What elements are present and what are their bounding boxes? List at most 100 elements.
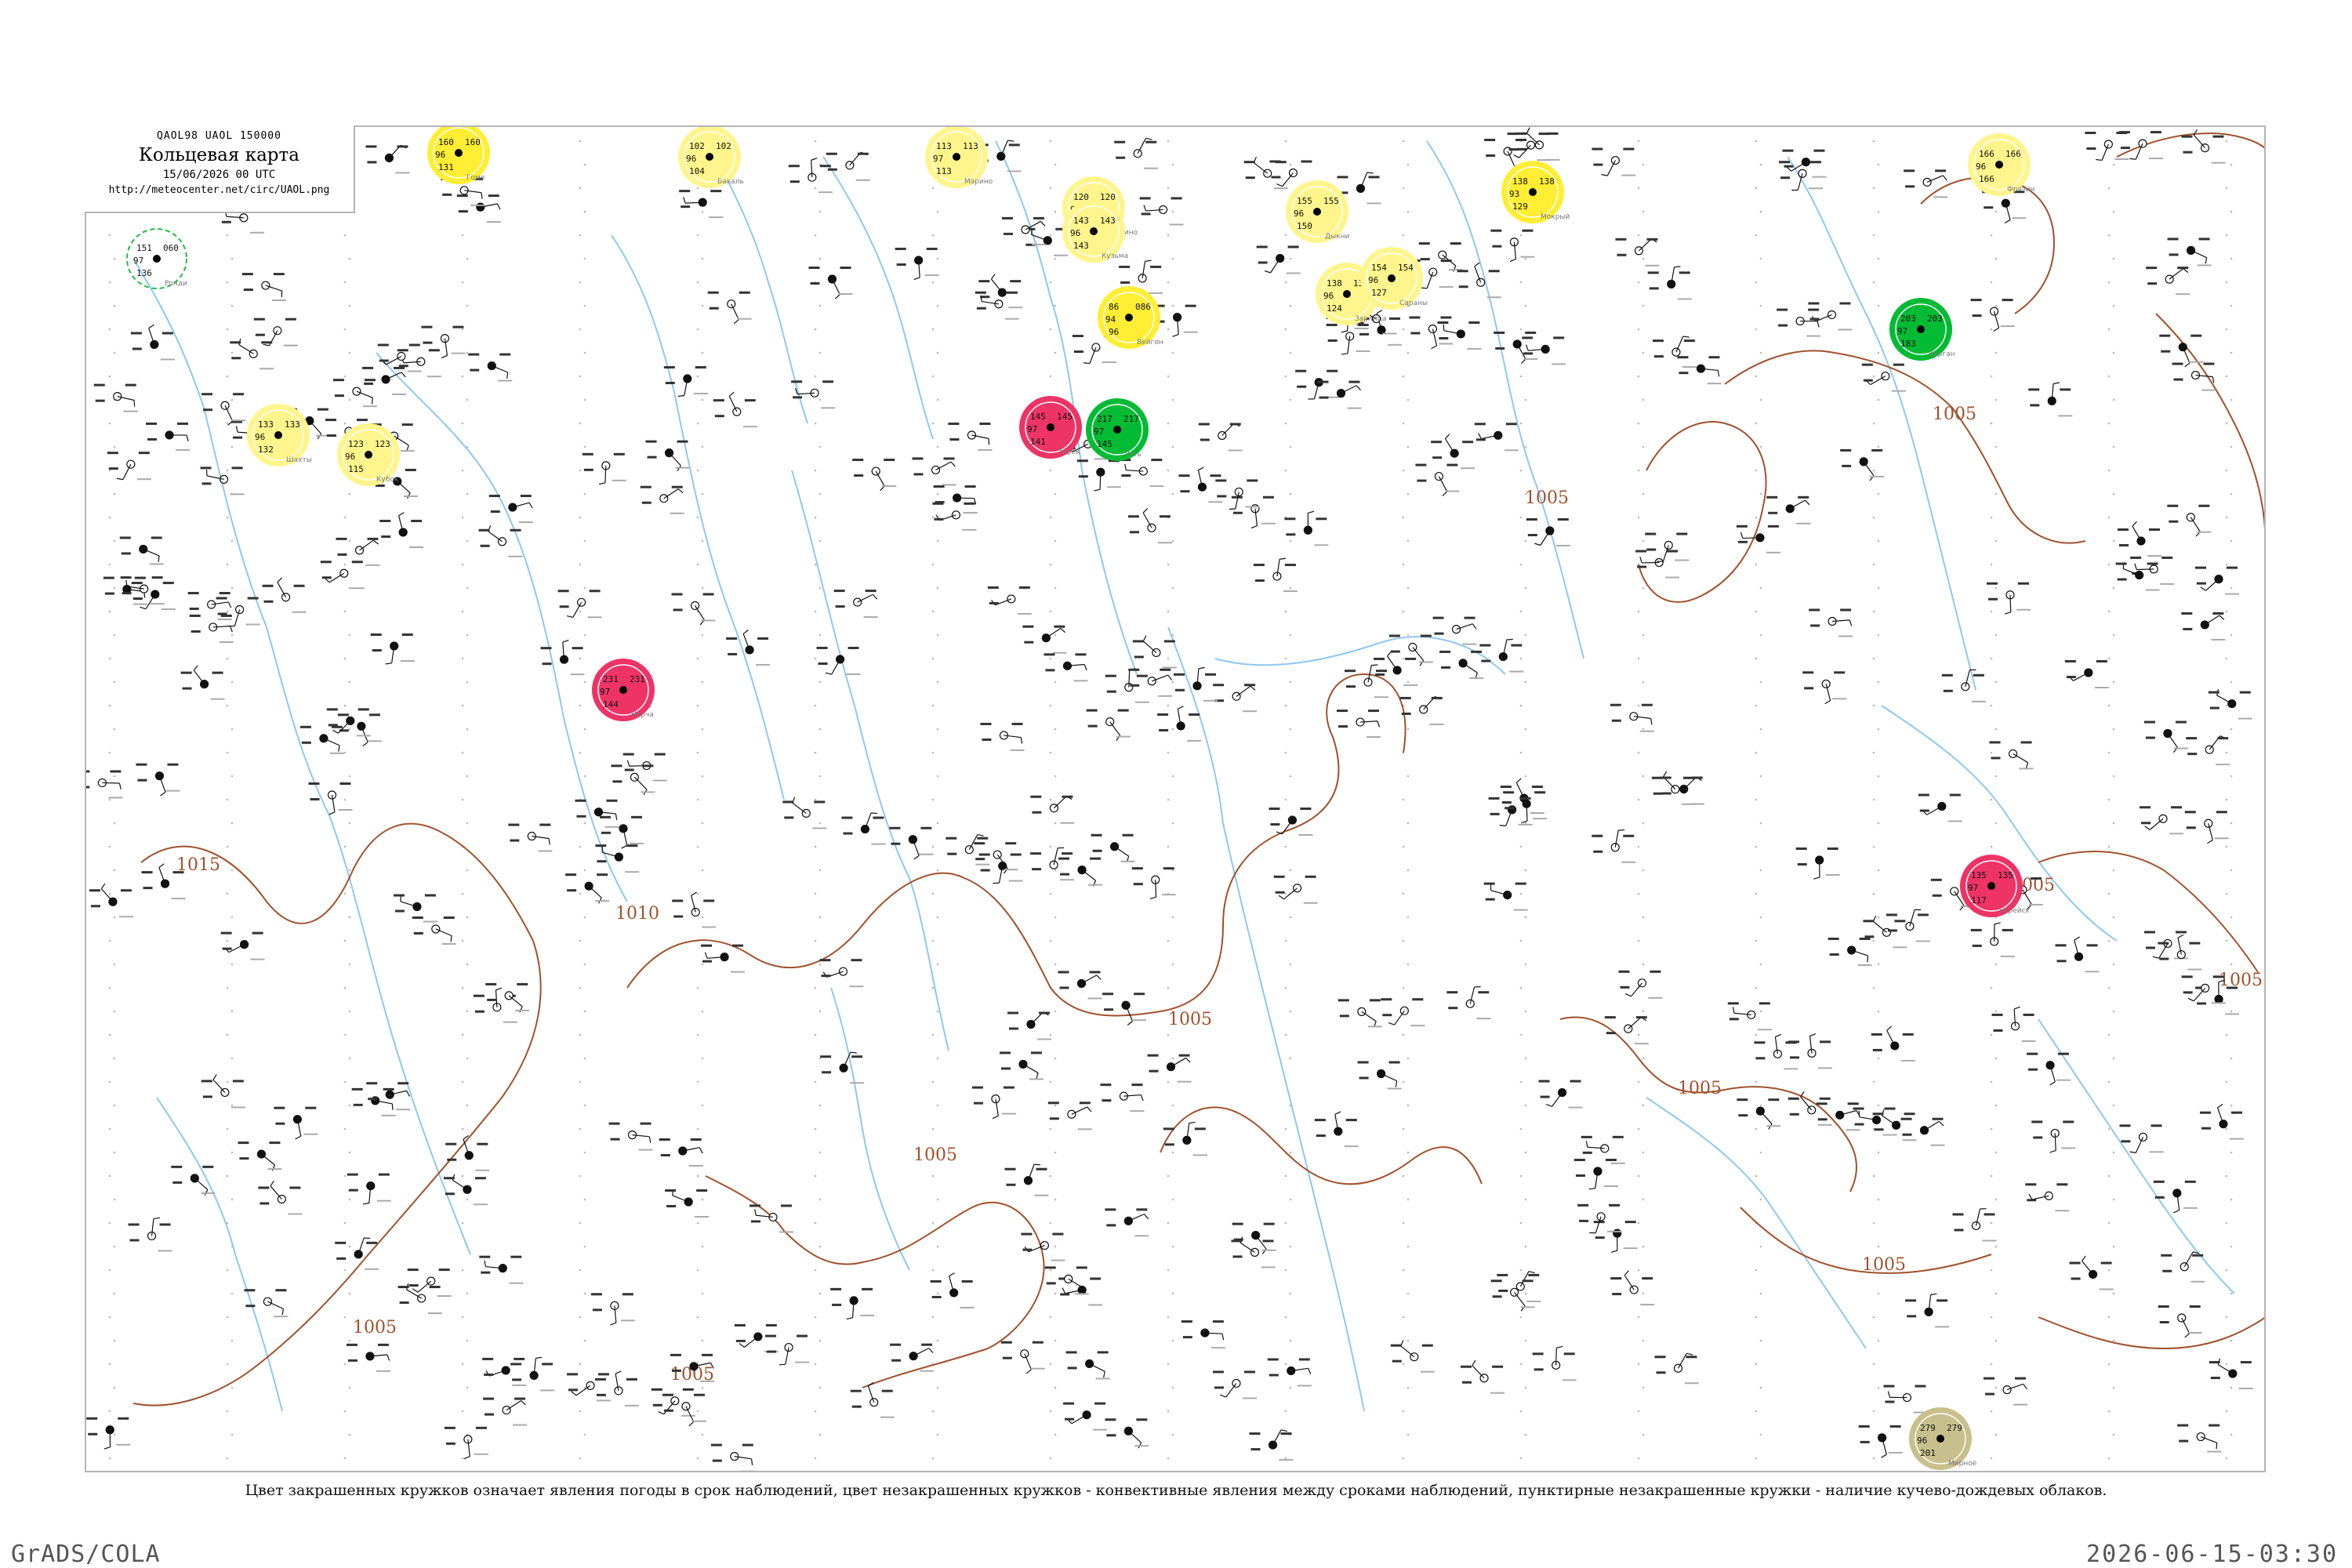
station-name-mark	[503, 1021, 517, 1023]
wind-barb-icon	[1540, 530, 1551, 546]
station-digit-mark	[1526, 518, 1537, 521]
station-symbol	[478, 525, 523, 557]
station-symbol	[1941, 669, 1986, 702]
station-digit-mark	[1448, 1007, 1458, 1010]
station-digit-mark	[865, 590, 877, 593]
station-digit-mark	[765, 1323, 777, 1327]
station-digit-mark	[474, 1177, 486, 1180]
station-digit-mark	[1273, 875, 1285, 878]
station-symbol	[1388, 634, 1433, 666]
station-digit-mark	[1090, 857, 1102, 860]
station-digit-mark	[1213, 684, 1225, 687]
wind-barb-feather	[1308, 510, 1315, 514]
station-symbol	[820, 1051, 865, 1084]
station-name-mark	[274, 1316, 289, 1318]
station-digit-mark	[1055, 227, 1067, 230]
wind-barb-icon	[1663, 776, 1676, 790]
station-digit-mark	[1024, 641, 1034, 644]
wind-barb-icon	[495, 989, 498, 1007]
wind-barb-feather	[1601, 173, 1608, 176]
station-digit-mark	[1437, 321, 1449, 324]
station-digit-mark	[884, 459, 895, 462]
station-digit-mark	[245, 1305, 256, 1308]
station-digit-mark	[85, 786, 90, 789]
wind-barb-icon	[2009, 594, 2012, 612]
station-digit-mark	[565, 873, 577, 877]
wind-barb-icon	[1469, 986, 1475, 1004]
station-digit-mark	[1486, 154, 1496, 157]
station-name-mark	[230, 493, 245, 495]
station-digit-mark	[473, 994, 485, 997]
station-digit-mark	[1368, 710, 1380, 713]
station-digit-mark	[1985, 1392, 1995, 1396]
station-name-mark	[962, 528, 977, 531]
station-digit-mark	[1136, 674, 1148, 677]
station-symbol	[1526, 518, 1570, 547]
wind-barb-icon	[792, 802, 807, 814]
station-digit-mark	[1231, 495, 1243, 499]
software-label: GrADS/COLA	[11, 1541, 161, 1568]
station-digit-mark	[1087, 724, 1098, 728]
station-digit-mark	[442, 193, 452, 196]
station-digit-mark	[1804, 687, 1814, 690]
station-symbol	[1479, 638, 1524, 673]
station-name-mark	[1857, 964, 1872, 966]
station-digit-mark	[703, 899, 715, 902]
station-name-mark	[681, 1414, 695, 1417]
station-digit-mark	[143, 887, 153, 890]
wind-barb-icon	[1046, 627, 1061, 639]
station-digit-mark	[647, 456, 657, 459]
wind-barb-feather	[281, 1308, 285, 1316]
station-symbol	[335, 1237, 379, 1270]
wind-barb-icon	[1412, 647, 1425, 661]
station-name-mark	[1052, 652, 1067, 654]
station-name-mark	[1008, 880, 1023, 882]
station-digit-mark	[2179, 1439, 2189, 1443]
station-digit-mark	[1768, 511, 1778, 514]
station-digit-mark	[912, 457, 924, 460]
station-digit-mark	[757, 637, 769, 640]
station-symbol	[1592, 147, 1636, 176]
station-symbol	[659, 1138, 703, 1167]
station-digit-mark	[1642, 1277, 1653, 1280]
station-digit-mark	[852, 459, 864, 462]
station-symbol	[366, 1082, 411, 1111]
station-symbol	[2153, 1180, 2198, 1214]
isobar-label: 1005	[1862, 1255, 1906, 1275]
station-digit-mark	[1399, 696, 1411, 699]
map-code: QAOL98 UAOL 150000	[157, 130, 281, 142]
station-digit-mark	[1305, 875, 1316, 878]
station-digit-mark	[1618, 970, 1630, 973]
station-name-mark	[1388, 343, 1403, 346]
station-digit-mark	[1079, 1102, 1091, 1105]
station-name-mark	[1088, 1304, 1103, 1306]
wind-barb-icon	[1870, 376, 1886, 386]
station-digit-mark	[1249, 1432, 1261, 1436]
wind-barb-feather	[1062, 1287, 1066, 1294]
station-digit-mark	[1973, 673, 1984, 677]
station-name-mark	[396, 1109, 411, 1111]
station-digit-mark	[2175, 931, 2187, 934]
station-name-mark	[701, 619, 716, 622]
station-digit-mark	[317, 408, 328, 411]
station-name-mark	[136, 478, 151, 481]
station-digit-mark	[397, 145, 408, 148]
wind-barb-icon	[1254, 508, 1258, 526]
station-symbol	[1253, 557, 1298, 593]
station-digit-mark	[673, 608, 683, 612]
station-digit-mark	[611, 764, 622, 768]
wind-barb-feather	[615, 1370, 622, 1374]
station-digit-mark	[891, 1359, 902, 1362]
wind-barb-feather	[2082, 1255, 2086, 1261]
station-digit-mark	[1853, 1107, 1864, 1110]
station-digit-mark	[819, 165, 831, 168]
station-digit-mark	[2183, 151, 2193, 154]
isobar-labels: 1015 1010 1005 1005 1005 1005 1005 1005 …	[176, 405, 2263, 1385]
wind-barb-feather	[1080, 1287, 1084, 1294]
map-url[interactable]: http://meteocenter.net/circ/UAOL.png	[108, 184, 330, 196]
wind-barb-feather	[118, 782, 122, 789]
station-digit-mark	[478, 528, 490, 532]
wind-barb-icon	[2074, 939, 2080, 957]
station-digit-mark	[1286, 533, 1296, 536]
wind-barb-icon	[1367, 665, 1372, 683]
